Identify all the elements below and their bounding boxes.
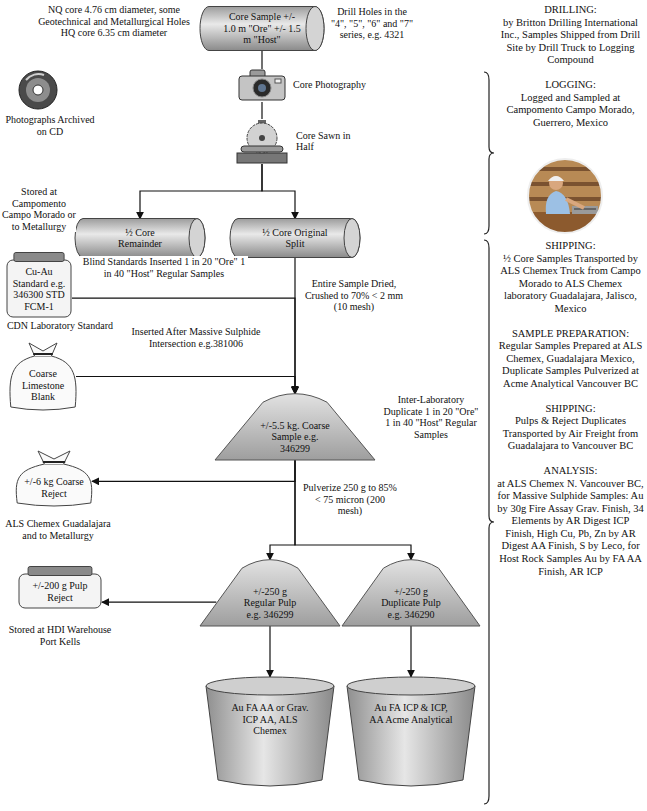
annotation-text: NQ core 4.76 cm diameter, some Geotechni… — [34, 4, 194, 39]
node-text: +/-5.5 kg. Coarse Sample e.g. 346299 — [258, 420, 332, 455]
stage-text: Pulps & Reject Duplicates Transported by… — [497, 415, 644, 453]
stage-heading: ANALYSIS: — [497, 465, 644, 478]
node-text: Core Sawn in Half — [296, 130, 354, 153]
flow-connector — [269, 626, 270, 677]
annotation-text: Inserted After Massive Sulphide Intersec… — [120, 326, 272, 349]
sample-bag: Coarse Limestone Blank — [8, 342, 78, 411]
stage-heading: SHIPPING: — [497, 240, 644, 253]
stage-bracket — [484, 240, 494, 804]
annotation-text: Stored at HDI Warehouse Port Kells — [8, 624, 112, 647]
flow-connector — [295, 460, 411, 560]
pulp-jar: +/-200 g Pulp Reject — [18, 566, 102, 609]
stage-bracket — [484, 72, 494, 234]
core-cylinder: Core Sample +/- 1.0 m "Ore" +/- 1.5 m "H… — [200, 6, 324, 51]
node-text: +/-250 g Duplicate Pulp e.g. 346290 — [377, 586, 445, 621]
stage-text: Logged and Sampled at Campomento Campo M… — [497, 92, 644, 130]
node-text: +/-250 g Regular Pulp e.g. 346299 — [236, 586, 304, 621]
assay-bucket: Au FA ICP & ICP, AA Acme Analytical — [346, 676, 476, 788]
node-text: +/-6 kg Coarse Reject — [22, 476, 86, 499]
camera-icon — [237, 68, 287, 102]
pulp-pile: +/-250 g Regular Pulp e.g. 346299 — [200, 558, 340, 626]
node-text: Cu-Au Standard e.g. 346300 STD FCM-1 — [9, 266, 69, 312]
flow-connector — [410, 626, 411, 677]
flow-connector — [72, 298, 295, 394]
photo-frame — [528, 159, 602, 233]
annotation-text: Photographs Archived on CD — [4, 114, 96, 137]
node-text: Core Sample +/- 1.0 m "Ore" +/- 1.5 m "H… — [222, 11, 302, 46]
node-text: Coarse Limestone Blank — [15, 368, 71, 403]
stage-text: Regular Samples Prepared at ALS Chemex, … — [497, 340, 644, 390]
node-text: Au FA AA or Grav. ICP AA, ALS Chemex — [228, 702, 312, 737]
sample-bag: +/-6 kg Coarse Reject — [14, 450, 94, 507]
stage-text: at ALS Chemex N. Vancouver BC, for Massi… — [497, 478, 644, 579]
pulp-pile: +/-250 g Duplicate Pulp e.g. 346290 — [342, 558, 480, 626]
flow-connector — [270, 460, 295, 560]
sample-pile: +/-5.5 kg. Coarse Sample e.g. 346299 — [215, 392, 375, 460]
stage-heading: SHIPPING: — [497, 403, 644, 416]
flow-connector — [262, 164, 295, 219]
stage-column: DRILLING:by Britton Drilling Internation… — [497, 4, 644, 129]
camera-icon-node: Core Photography — [237, 68, 373, 102]
stage-heading: DRILLING: — [497, 4, 644, 17]
core-cylinder: ½ Core Remainder — [75, 218, 205, 258]
assay-bucket: Au FA AA or Grav. ICP AA, ALS Chemex — [205, 676, 335, 788]
stage-text: by Britton Drilling International Inc., … — [497, 17, 644, 67]
stage-column: SHIPPING:½ Core Samples Transported by A… — [497, 240, 644, 578]
node-text: Core Photography — [293, 79, 373, 91]
annotation-text: Stored at Campomento Campo Morado or to … — [2, 186, 76, 232]
flow-connector — [102, 602, 216, 603]
node-text: ½ Core Remainder — [110, 227, 170, 250]
annotation-text: Pulverize 250 g to 85% < 75 micron (200 … — [302, 482, 398, 517]
annotation-text: Drill Holes in the "4", "5", "6" and "7"… — [330, 6, 414, 41]
stage-heading: LOGGING: — [497, 79, 644, 92]
annotation-text: Blind Standards Inserted 1 in 20 "Ore" 1… — [80, 256, 248, 279]
stage-heading: SAMPLE PREPARATION: — [497, 328, 644, 341]
annotation-text: Entire Sample Dried, Crushed to 70% < 2 … — [302, 278, 406, 313]
flow-connector — [140, 164, 262, 219]
node-text: +/-200 g Pulp Reject — [23, 580, 97, 603]
node-text: Au FA ICP & ICP, AA Acme Analytical — [369, 702, 453, 725]
core-cylinder: ½ Core Original Split — [230, 218, 360, 258]
annotation-text: Inter-Laboratory Duplicate 1 in 20 "Ore"… — [380, 394, 482, 440]
annotation-text: ALS Chemex Guadalajara and to Metallurgy — [2, 518, 114, 541]
flow-connector — [261, 102, 262, 119]
flow-connector — [92, 460, 295, 481]
standard-jar: Cu-Au Standard e.g. 346300 STD FCM-1 — [6, 252, 72, 318]
logging-photo — [528, 159, 602, 233]
flow-connector — [76, 377, 295, 395]
stage-text: ½ Core Samples Transported by ALS Chemex… — [497, 253, 644, 316]
cd-icon — [19, 71, 57, 109]
node-text: ½ Core Original Split — [262, 227, 328, 250]
saw-icon-node: Core Sawn in Half — [234, 118, 354, 164]
saw-icon — [234, 118, 290, 164]
annotation-text: CDN Laboratory Standard — [4, 320, 116, 332]
flow-connector — [261, 51, 262, 69]
bucket-outline — [346, 676, 476, 788]
